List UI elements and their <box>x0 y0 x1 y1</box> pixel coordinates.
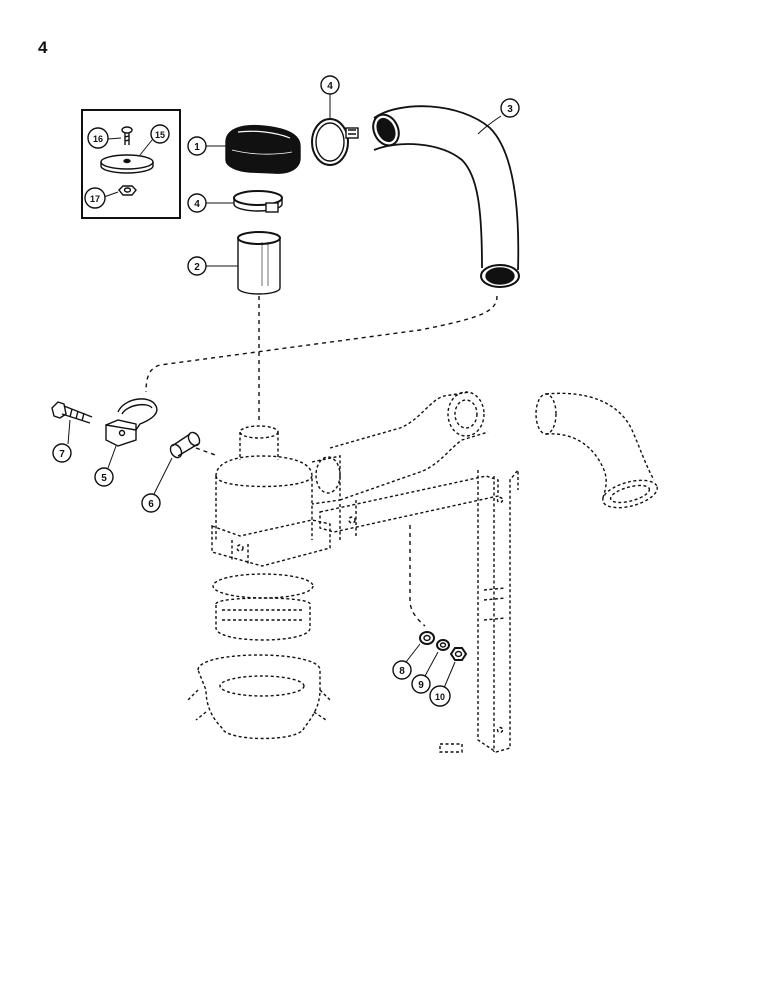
callout-3-label: 3 <box>507 104 513 115</box>
mounting-bracket-and-pipe-drawing <box>319 391 519 753</box>
callout-10-label: 10 <box>435 692 445 702</box>
nut-10-drawing <box>449 647 468 661</box>
tube-2-drawing <box>237 231 281 295</box>
callout-4a-label: 4 <box>327 81 333 92</box>
callout-leader-lines <box>67 94 502 689</box>
callout-15: 15 <box>150 124 170 144</box>
callout-2: 2 <box>187 256 207 276</box>
callout-1-label: 1 <box>194 142 200 153</box>
air-cleaner-assembly-drawing <box>187 425 341 740</box>
callout-10: 10 <box>429 685 451 707</box>
callout-4a: 4 <box>320 75 340 95</box>
hose-clamp-4-upper-drawing <box>311 118 359 166</box>
right-elbow-pipe-drawing <box>535 392 658 509</box>
callout-1: 1 <box>187 136 207 156</box>
callout-8-label: 8 <box>399 666 405 677</box>
callout-4b-label: 4 <box>194 199 200 210</box>
lock-washer-9-drawing <box>436 639 450 651</box>
callout-6: 6 <box>141 493 161 513</box>
callout-9: 9 <box>411 674 431 694</box>
washer-15-drawing <box>100 154 154 174</box>
washer-8-drawing <box>419 631 435 645</box>
callout-17: 17 <box>84 187 106 209</box>
clamp-bracket-5-drawing <box>105 398 158 447</box>
inset-detail-box <box>81 109 181 219</box>
dashed-connector-lines <box>145 295 498 627</box>
callout-16: 16 <box>87 127 109 149</box>
screw-16-drawing <box>121 126 133 145</box>
callout-7: 7 <box>52 443 72 463</box>
callout-2-label: 2 <box>194 262 200 273</box>
callout-3: 3 <box>500 98 520 118</box>
callout-9-label: 9 <box>418 680 424 691</box>
hose-clamp-4-lower-drawing <box>233 190 283 213</box>
bolt-7-drawing <box>51 401 93 424</box>
callout-7-label: 7 <box>59 449 65 460</box>
callout-6-label: 6 <box>148 499 154 510</box>
spacer-6-drawing <box>169 431 201 459</box>
callout-5: 5 <box>94 467 114 487</box>
nut-17-drawing <box>118 185 137 196</box>
callout-8: 8 <box>392 660 412 680</box>
callout-16-label: 16 <box>93 134 103 144</box>
callout-17-label: 17 <box>90 194 100 204</box>
callout-15-label: 15 <box>155 130 165 140</box>
callout-5-label: 5 <box>101 473 107 484</box>
callout-4b: 4 <box>187 193 207 213</box>
cap-1-drawing <box>225 124 301 174</box>
elbow-hose-3-drawing <box>372 105 520 288</box>
page-number: 4 <box>38 38 48 57</box>
